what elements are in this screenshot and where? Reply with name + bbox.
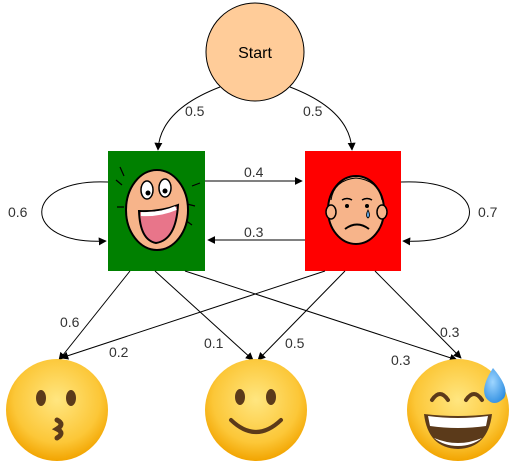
edge-sad-to-kissing bbox=[60, 270, 326, 360]
observation-smiling bbox=[205, 359, 307, 461]
observation-kissing bbox=[6, 359, 108, 461]
edge-happy-to-sweat bbox=[184, 270, 458, 362]
laughing-face-icon bbox=[115, 166, 201, 251]
edge-sad-self bbox=[400, 181, 470, 246]
label-happy-to-kissing: 0.6 bbox=[60, 314, 80, 330]
edge-start-to-sad bbox=[289, 86, 356, 151]
label-happy-to-sad: 0.4 bbox=[244, 164, 264, 180]
label-happy-self: 0.6 bbox=[8, 204, 28, 220]
observation-sweat bbox=[407, 359, 509, 461]
edge-happy-to-kissing bbox=[58, 270, 131, 361]
label-sad-self: 0.7 bbox=[478, 204, 498, 220]
label-happy-to-smiling: 0.1 bbox=[204, 335, 224, 351]
kissing-face-emoji bbox=[6, 359, 108, 461]
edge-sad-to-sweat bbox=[374, 270, 462, 359]
edge-start-to-happy bbox=[154, 86, 221, 151]
label-happy-to-sweat: 0.3 bbox=[391, 352, 411, 368]
slightly-smiling-face-emoji bbox=[205, 359, 307, 461]
label-sad-to-happy: 0.3 bbox=[244, 224, 264, 240]
edge-happy-to-smiling bbox=[154, 270, 254, 361]
edge-happy-self bbox=[41, 181, 109, 246]
label-sad-to-smiling: 0.5 bbox=[285, 335, 305, 351]
start-label: Start bbox=[238, 45, 272, 62]
edge-sad-to-smiling bbox=[257, 270, 346, 361]
label-start-to-happy: 0.5 bbox=[185, 103, 205, 119]
crying-face-icon bbox=[325, 175, 388, 245]
label-sad-to-kissing: 0.2 bbox=[109, 344, 129, 360]
label-start-to-sad: 0.5 bbox=[303, 103, 323, 119]
state-sad bbox=[305, 151, 401, 271]
state-happy bbox=[108, 151, 205, 271]
grinning-face-with-sweat-emoji bbox=[407, 359, 509, 461]
start-node: Start bbox=[205, 2, 305, 102]
label-sad-to-sweat: 0.3 bbox=[440, 324, 460, 340]
